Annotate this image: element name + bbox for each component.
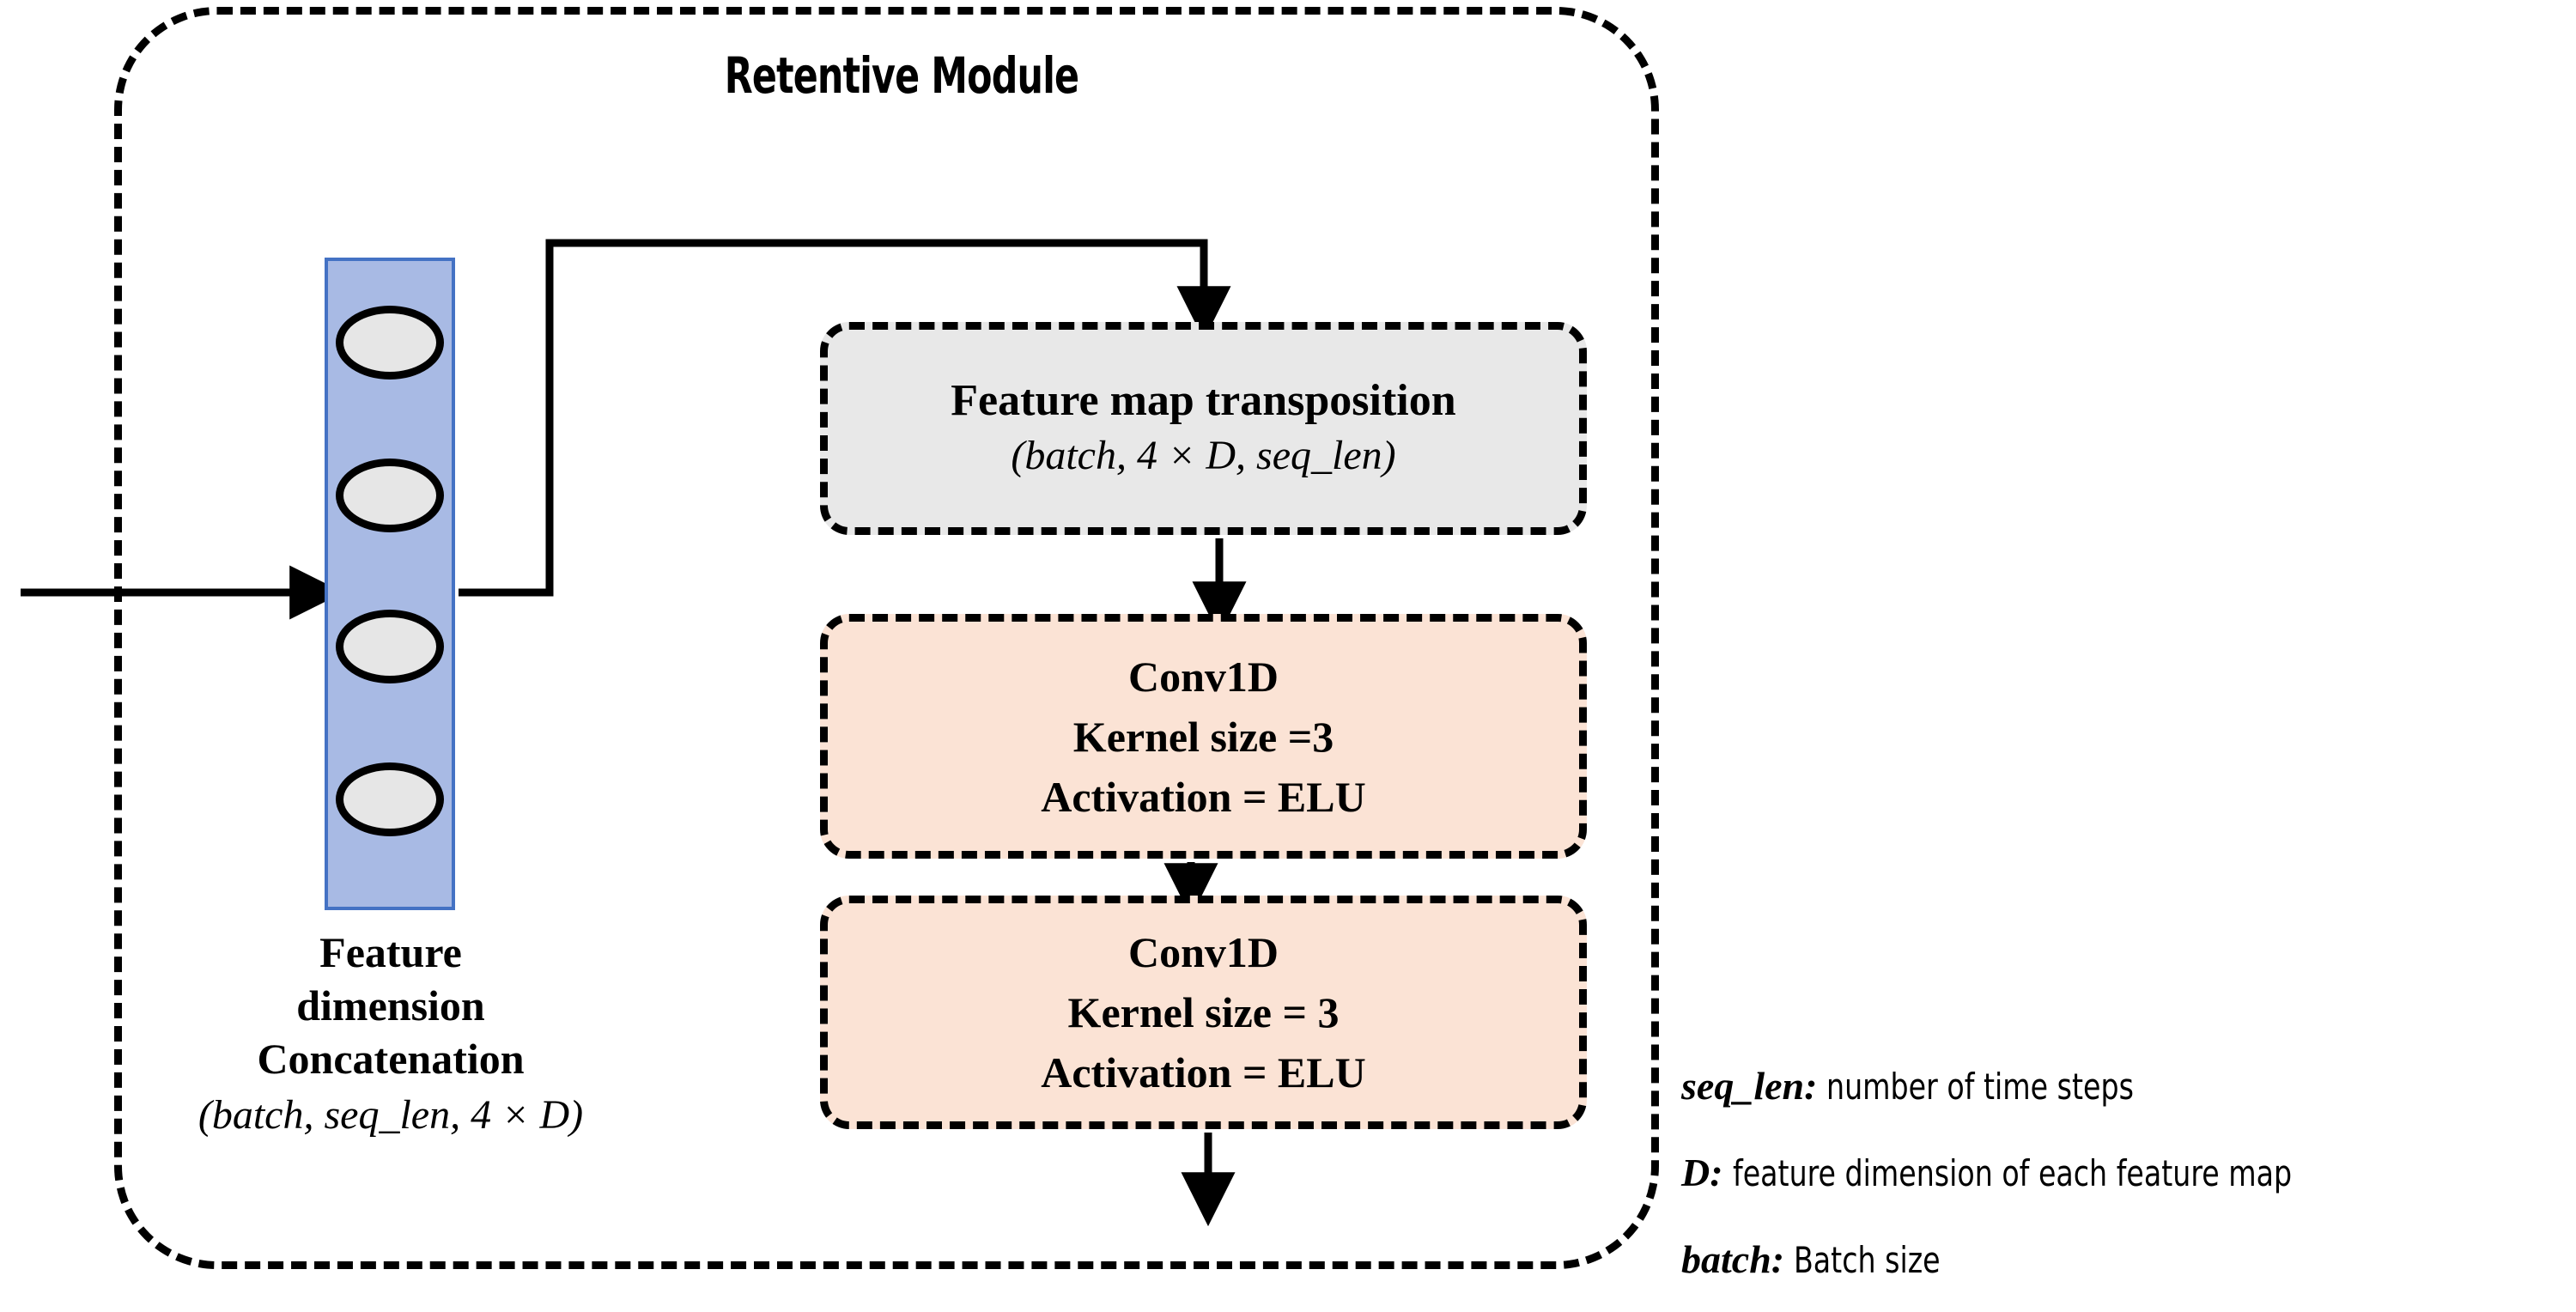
feature-node-3 xyxy=(336,610,444,683)
concatenation-caption: Feature dimension Concatenation (batch, … xyxy=(197,926,584,1142)
legend-term-batch: batch: xyxy=(1681,1237,1785,1281)
legend-term-d: D: xyxy=(1681,1151,1723,1194)
concat-caption-line-1: Feature xyxy=(319,928,462,976)
concat-caption-line-2: dimension xyxy=(296,981,485,1030)
conv1d-second-heading: Conv1D xyxy=(1127,928,1279,976)
conv1d-first-heading: Conv1D xyxy=(1127,652,1279,701)
conv1d-first-box: Conv1D Kernel size =3 Activation = ELU xyxy=(820,614,1587,859)
retentive-module-container xyxy=(114,7,1659,1269)
feature-node-2 xyxy=(336,459,444,532)
feature-node-4 xyxy=(336,762,444,836)
conv1d-second-activation: Activation = ELU xyxy=(1041,1048,1366,1096)
legend-term-seq-len: seq_len: xyxy=(1681,1064,1818,1108)
module-title: Retentive Module xyxy=(724,46,1079,105)
notation-legend: seq_len: number of time steps D: feature… xyxy=(1681,1063,2557,1312)
legend-desc-d: feature dimension of each feature map xyxy=(1732,1152,2292,1194)
legend-desc-seq-len: number of time steps xyxy=(1826,1066,2135,1108)
feature-node-1 xyxy=(336,306,444,380)
conv1d-second-kernel-size: Kernel size = 3 xyxy=(1067,988,1340,1036)
legend-item-d: D: feature dimension of each feature map xyxy=(1681,1150,2557,1197)
legend-desc-batch: Batch size xyxy=(1794,1239,1941,1281)
concat-caption-formula: (batch, seq_len, 4 × D) xyxy=(197,1092,584,1138)
transposition-heading: Feature map transposition xyxy=(951,376,1456,425)
conv1d-first-kernel-size: Kernel size =3 xyxy=(1072,712,1334,761)
legend-item-seq-len: seq_len: number of time steps xyxy=(1681,1063,2557,1110)
conv1d-second-box: Conv1D Kernel size = 3 Activation = ELU xyxy=(820,896,1587,1129)
concat-caption-line-3: Concatenation xyxy=(257,1035,525,1083)
legend-item-batch: batch: Batch size xyxy=(1681,1236,2557,1284)
conv1d-first-activation: Activation = ELU xyxy=(1041,772,1366,821)
feature-concatenation-bar xyxy=(325,258,455,910)
transposition-shape: (batch, 4 × D, seq_len) xyxy=(1011,433,1396,478)
feature-map-transposition-box: Feature map transposition (batch, 4 × D,… xyxy=(820,322,1587,535)
